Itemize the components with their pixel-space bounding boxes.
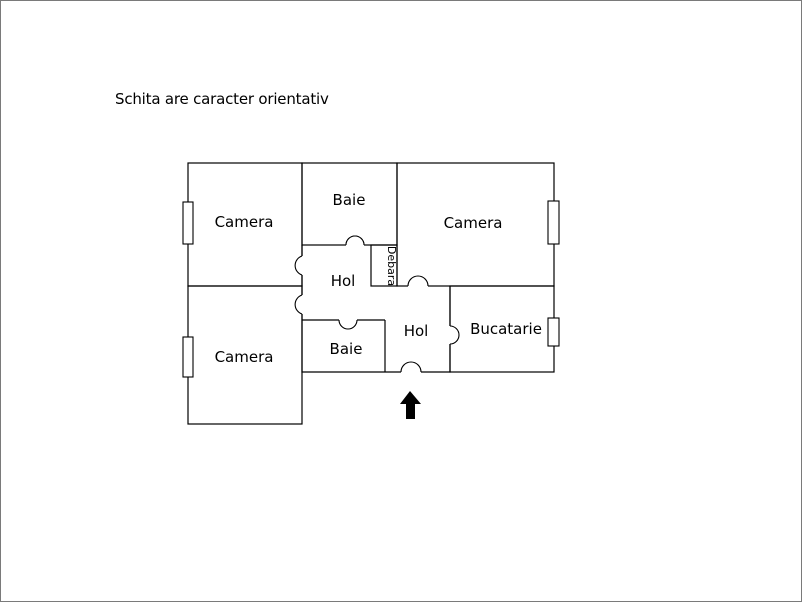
- label-bucatarie: Bucatarie: [470, 320, 542, 338]
- room-labels: Camera Camera Camera Baie Baie Hol Hol B…: [215, 191, 542, 366]
- window-camera-top-right: [547, 200, 560, 245]
- label-baie-bottom: Baie: [330, 340, 363, 358]
- door-camera-bottom-left: [294, 294, 303, 315]
- walls: [187, 162, 555, 425]
- label-debara: Debara: [385, 246, 398, 286]
- door-bucatarie: [449, 325, 460, 345]
- windows: [182, 200, 560, 378]
- label-hol-center: Hol: [404, 322, 429, 340]
- doors: [294, 235, 460, 374]
- label-camera-top-left: Camera: [215, 213, 274, 231]
- window-camera-top-left: [182, 201, 194, 245]
- label-baie-top: Baie: [333, 191, 366, 209]
- label-camera-top-right: Camera: [444, 214, 503, 232]
- label-camera-bottom-left: Camera: [215, 348, 274, 366]
- label-hol-left: Hol: [331, 272, 356, 290]
- door-camera-top-left: [294, 255, 303, 276]
- window-bucatarie: [547, 317, 560, 347]
- door-baie-bottom: [338, 319, 358, 330]
- wall-hol: [301, 245, 451, 373]
- up-arrow-icon: [400, 391, 421, 419]
- wall-debara: [370, 244, 398, 287]
- door-camera-top-right: [407, 275, 429, 287]
- window-camera-bottom-left: [182, 336, 194, 378]
- door-entrance: [400, 361, 422, 373]
- disclaimer-note: Schita are caracter orientativ: [115, 90, 329, 108]
